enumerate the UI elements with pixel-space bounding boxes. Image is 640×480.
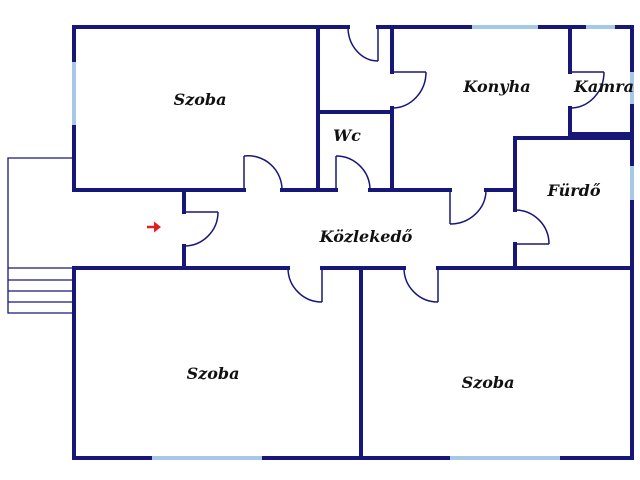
windows (72, 25, 634, 460)
door-kitchen (449, 189, 487, 225)
room-label-bottom-right: Szoba (462, 373, 515, 392)
entrance-arrow-icon (147, 221, 161, 233)
room-label-pantry: Kamra (573, 77, 634, 96)
door-bathroom (514, 209, 550, 245)
room-label-top-left: Szoba (174, 90, 227, 109)
door-top-left-room (243, 155, 283, 191)
door-pantry (569, 71, 605, 109)
room-label-bottom-left: Szoba (187, 364, 240, 383)
interior-walls (72, 25, 634, 460)
room-label-bathroom: Fürdő (547, 181, 601, 200)
door-bottom-right-room (403, 267, 439, 303)
door-wc (335, 155, 371, 191)
door-top-small-room (347, 26, 379, 62)
doors (183, 26, 605, 303)
room-label-corridor: Közlekedő (319, 227, 413, 246)
door-kitchen-side (391, 71, 427, 109)
door-bottom-left-room (287, 267, 323, 303)
entrance-stairs (7, 157, 74, 314)
room-label-wc: Wc (333, 126, 361, 145)
door-entrance (183, 211, 219, 247)
room-label-kitchen: Konyha (462, 77, 530, 96)
